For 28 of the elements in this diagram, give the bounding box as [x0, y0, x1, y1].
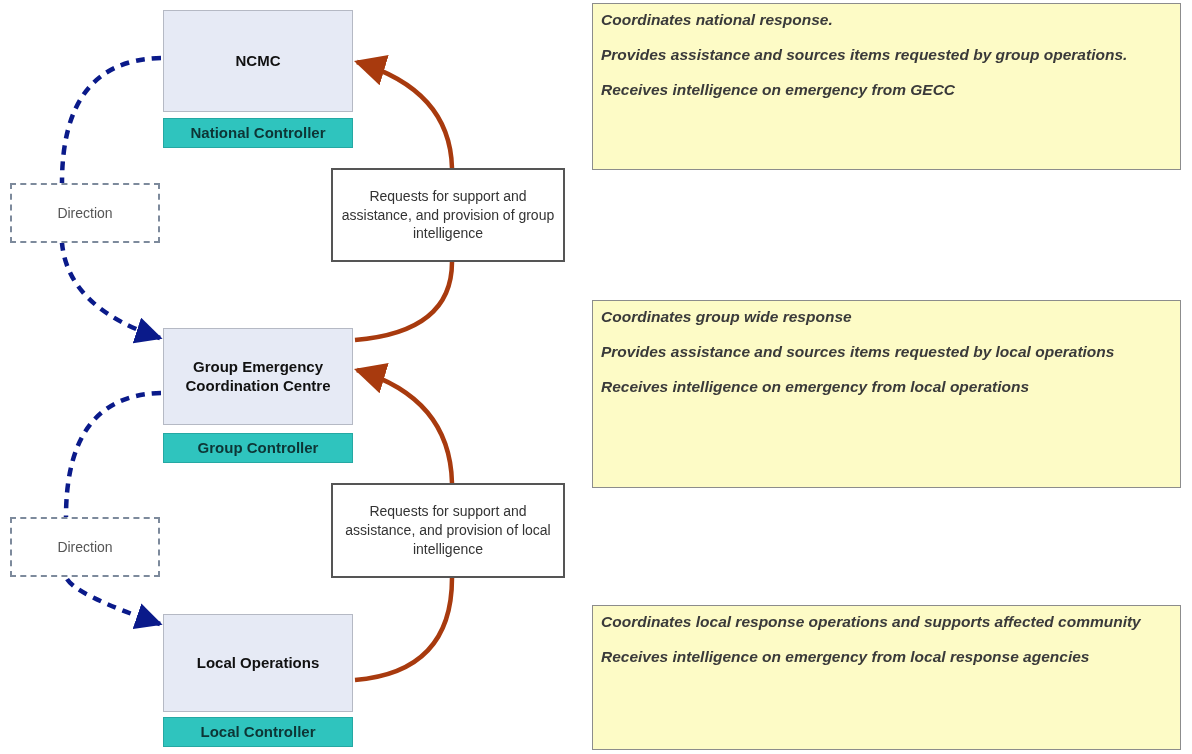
organisation-box [163, 328, 353, 425]
box-title: Local Operations [196, 653, 320, 673]
note-text: Receives intelligence on emergency from local response agencies [601, 646, 1091, 667]
controller-label: National Controller [190, 122, 326, 143]
edge-label: Direction [10, 517, 160, 577]
note-text: Coordinates national response. [601, 10, 834, 30]
note-text: Provides assistance and sources items requested by local operations [601, 341, 1116, 362]
edge-label: Requests for support and assistance, and provision of group intelligence [331, 168, 565, 262]
note-box [592, 3, 1181, 170]
controller-label: Group Controller [197, 437, 319, 458]
note-text: Provides assistance and sources items requested by group operations. [601, 44, 1129, 65]
arrow [59, 55, 163, 343]
box-title: Group Emergency Coordination Centre [184, 357, 332, 396]
organisation-box [163, 10, 353, 112]
organisation-box [163, 614, 353, 712]
controller-bar [163, 118, 353, 148]
note-text: Coordinates local response operations and supports affected community [601, 612, 1142, 632]
note-box [592, 300, 1181, 488]
note-text: Coordinates group wide response [601, 307, 853, 327]
note-text: Receives intelligence on emergency from GECC [601, 79, 957, 100]
controller-bar [163, 433, 353, 463]
box-title: NCMC [235, 51, 281, 71]
controller-bar [163, 717, 353, 747]
note-box [592, 605, 1181, 750]
edge-label: Requests for support and assistance, and provision of local intelligence [331, 483, 565, 578]
controller-label: Local Controller [200, 721, 316, 742]
note-text: Receives intelligence on emergency from local operations [601, 376, 1031, 397]
edge-label: Direction [10, 183, 160, 243]
